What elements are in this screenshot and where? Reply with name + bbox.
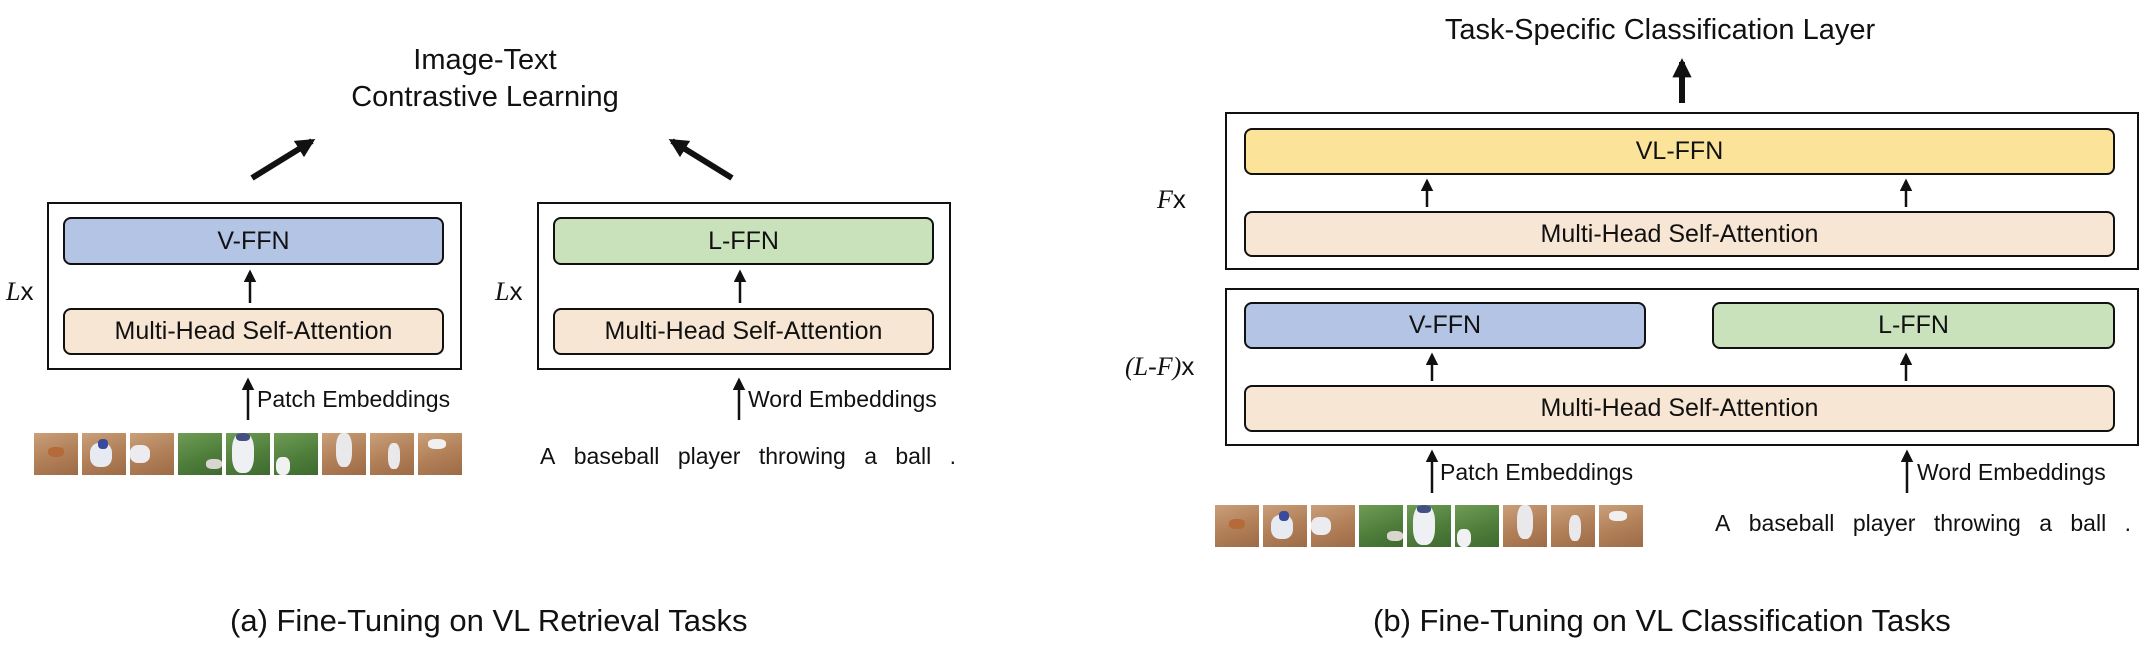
bottom-language-ffn-block: L-FFN <box>1712 302 2115 349</box>
language-attention-block: Multi-Head Self-Attention <box>553 308 934 355</box>
image-patch <box>1215 505 1259 547</box>
image-patch <box>82 433 126 475</box>
right-sentence: A baseball player throwing a ball . <box>1715 510 2143 537</box>
image-patch <box>274 433 318 475</box>
image-patch <box>1407 505 1451 547</box>
bottom-attention-block: Multi-Head Self-Attention <box>1244 385 2115 432</box>
image-patch <box>34 433 78 475</box>
image-patch <box>1503 505 1547 547</box>
sentence-token: ball <box>2070 510 2107 536</box>
language-to-contrastive-arrow <box>668 138 734 181</box>
sentence-token: throwing <box>758 443 846 469</box>
image-patch <box>1359 505 1403 547</box>
sentence-token: baseball <box>1748 510 1835 536</box>
left-title-line2: Contrastive Learning <box>351 81 619 113</box>
image-patch <box>418 433 462 475</box>
image-patch <box>1599 505 1643 547</box>
right-image-patches <box>1215 505 1647 547</box>
sentence-token: ball <box>895 443 932 469</box>
sentence-token: player <box>1852 510 1916 536</box>
vision-ffn-block: V-FFN <box>63 217 444 265</box>
right-word-embeddings-label: Word Embeddings <box>1917 459 2106 485</box>
top-attention-block: Multi-Head Self-Attention <box>1244 211 2115 257</box>
sentence-token: throwing <box>1933 510 2021 536</box>
sentence-token: A <box>1715 510 1731 536</box>
sentence-token: baseball <box>573 443 660 469</box>
bottom-vision-ffn-block: V-FFN <box>1244 302 1646 349</box>
left-sentence: A baseball player throwing a ball . <box>540 443 968 470</box>
word-embeddings-label: Word Embeddings <box>748 386 937 412</box>
image-patch <box>1455 505 1499 547</box>
left-title-line1: Image-Text <box>413 44 557 76</box>
left-title: Image-Text Contrastive Learning <box>335 42 635 116</box>
top-stack-repeat-label: Fx <box>1157 184 1186 214</box>
sentence-token: a <box>864 443 877 469</box>
sentence-token: A <box>540 443 556 469</box>
right-patch-embeddings-label: Patch Embeddings <box>1440 459 1634 485</box>
bottom-stack-repeat-label: (L-F)x <box>1125 351 1195 381</box>
image-patch <box>130 433 174 475</box>
patch-embeddings-label: Patch Embeddings <box>257 386 451 412</box>
image-patch <box>226 433 270 475</box>
sentence-token: . <box>949 443 956 469</box>
sentence-token: . <box>2124 510 2131 536</box>
vision-attention-block: Multi-Head Self-Attention <box>63 308 444 355</box>
language-repeat-label: Lx <box>495 276 523 306</box>
left-caption: (a) Fine-Tuning on VL Retrieval Tasks <box>230 603 748 638</box>
vl-ffn-block: VL-FFN <box>1244 128 2115 175</box>
sentence-token: player <box>677 443 741 469</box>
vision-repeat-label: Lx <box>6 276 34 306</box>
right-caption: (b) Fine-Tuning on VL Classification Tas… <box>1373 603 1951 638</box>
left-image-patches <box>34 433 466 475</box>
image-patch <box>1263 505 1307 547</box>
language-ffn-block: L-FFN <box>553 217 934 265</box>
sentence-token: a <box>2039 510 2052 536</box>
image-patch <box>1551 505 1595 547</box>
image-patch <box>1311 505 1355 547</box>
image-patch <box>178 433 222 475</box>
vision-to-contrastive-arrow <box>250 138 316 181</box>
image-patch <box>322 433 366 475</box>
right-title: Task-Specific Classification Layer <box>1444 14 1876 46</box>
image-patch <box>370 433 414 475</box>
